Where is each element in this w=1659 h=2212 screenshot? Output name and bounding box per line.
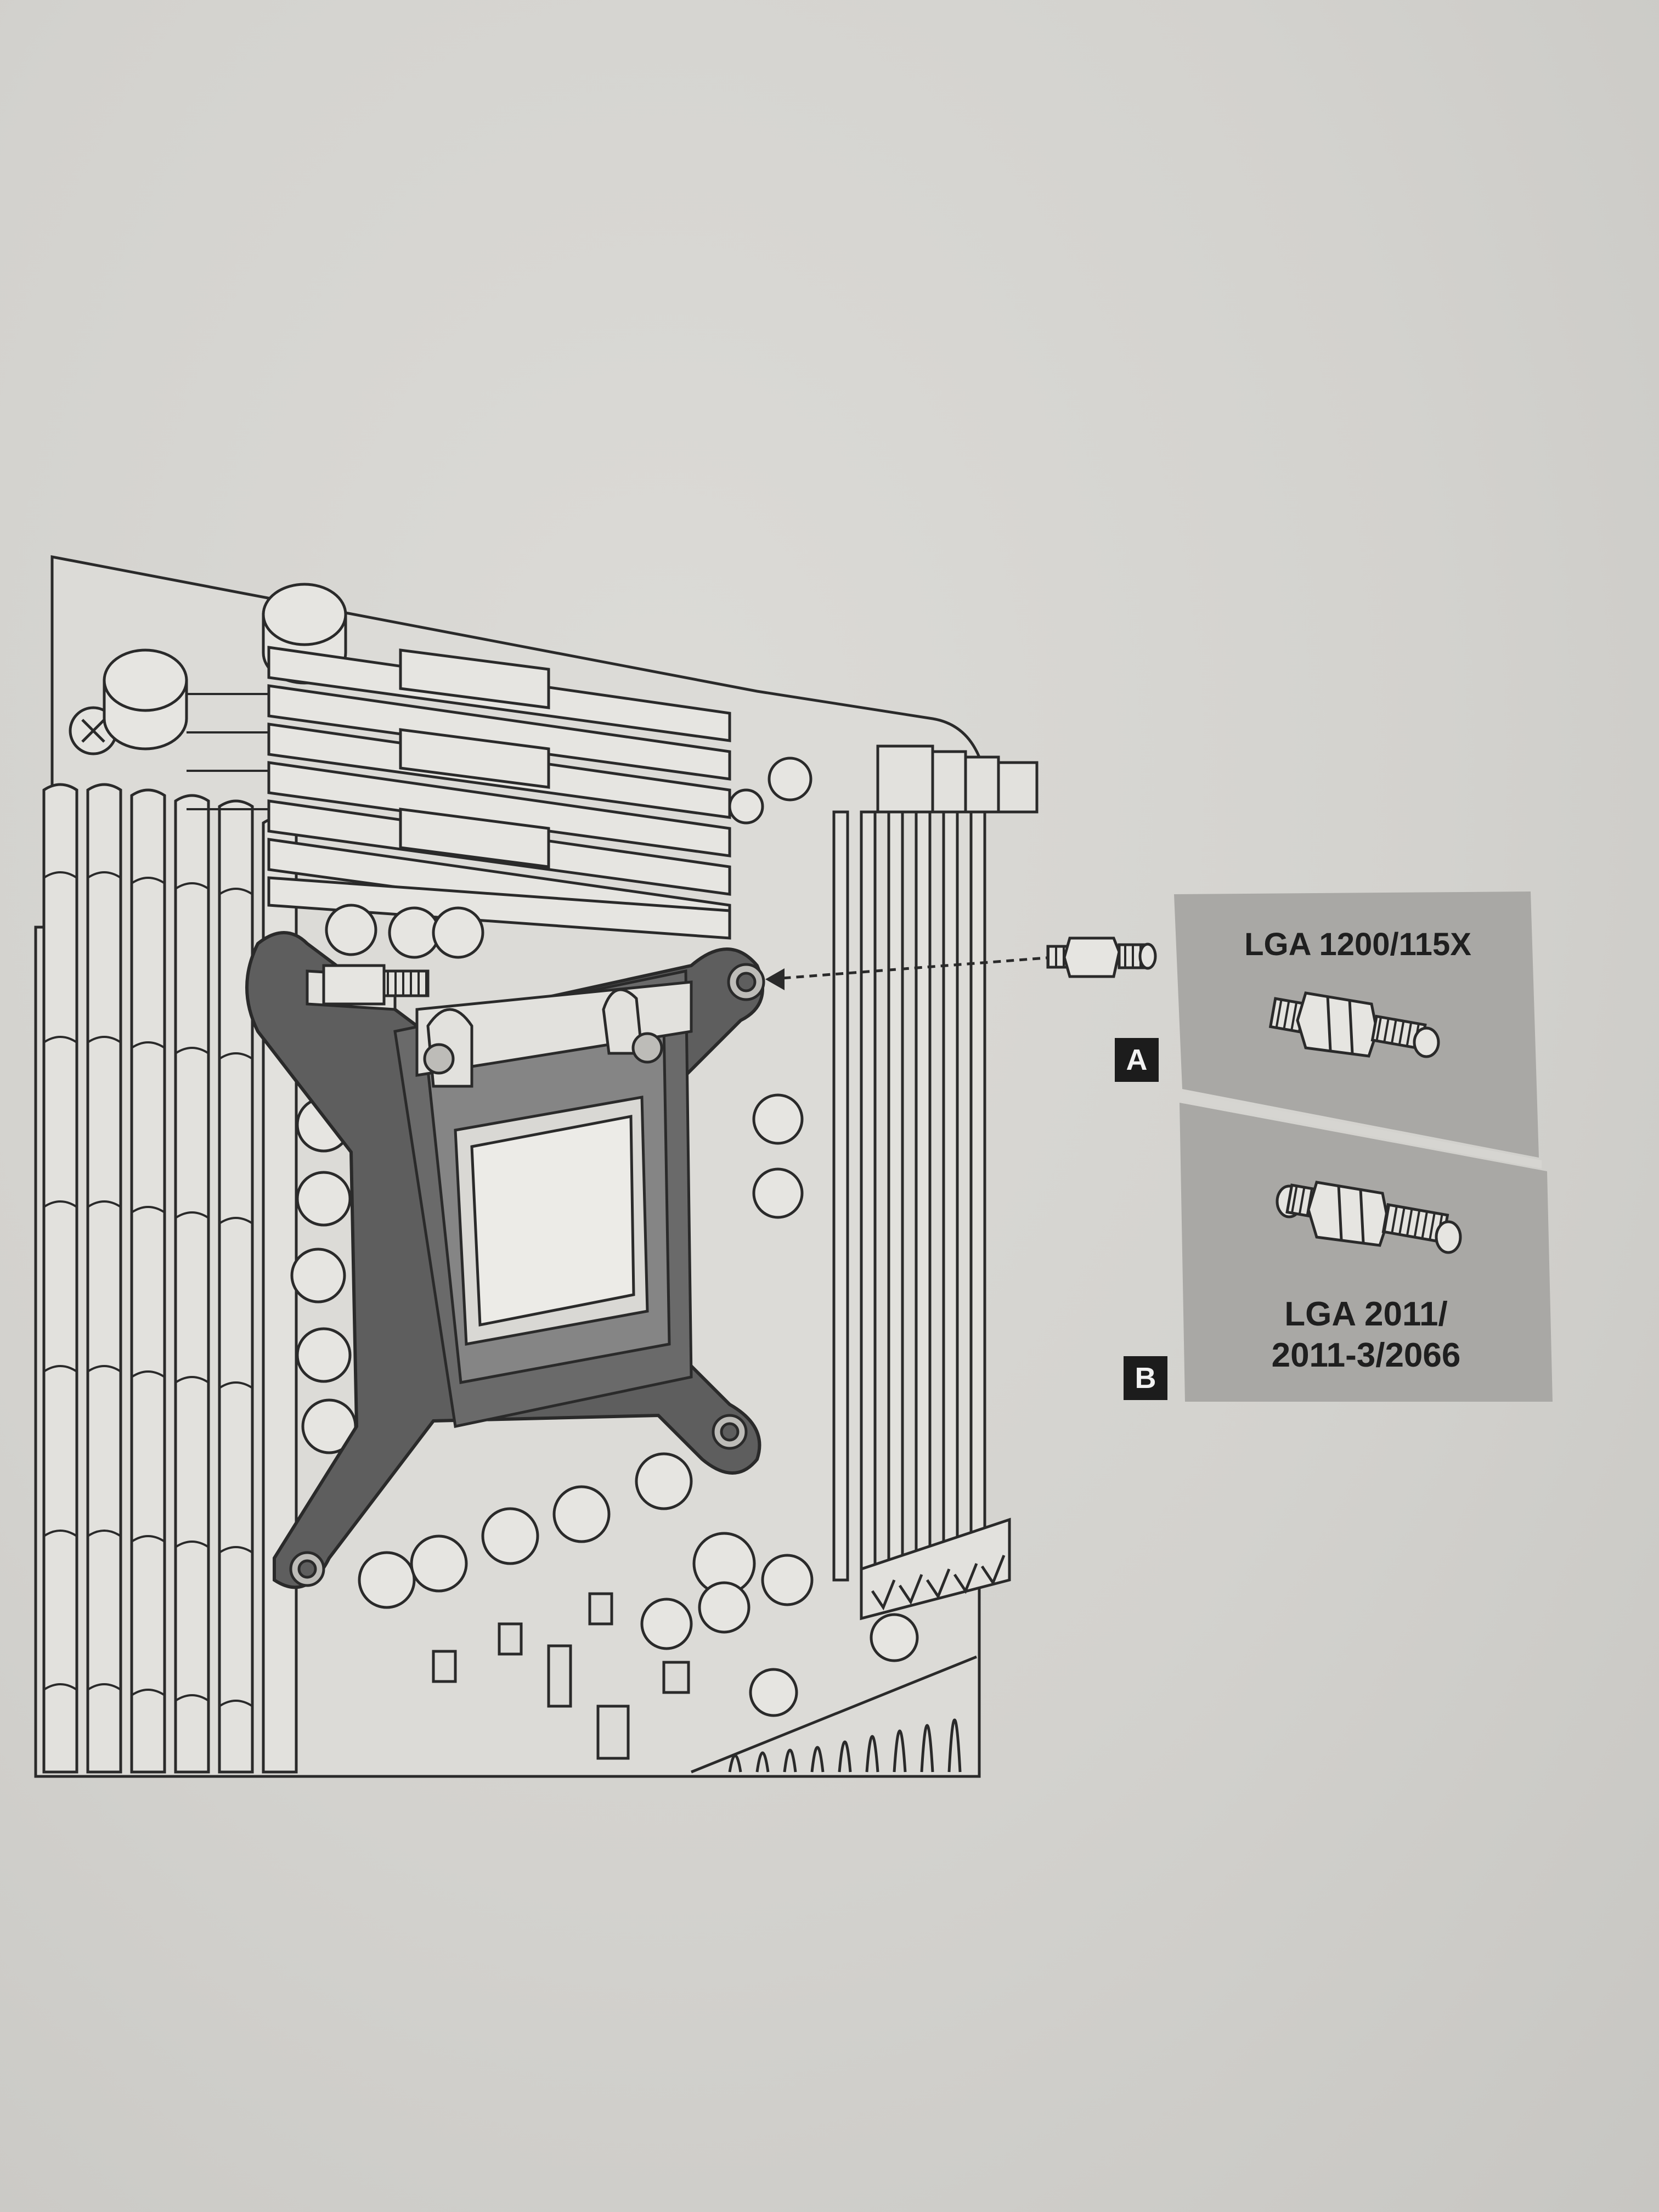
dimm-top-caps (728, 757, 812, 825)
install-arrow (768, 956, 1054, 981)
smd-pads (432, 1592, 690, 1760)
panel-a-standoff (1268, 991, 1440, 1058)
vrm-fin-ridges (43, 871, 253, 1707)
top-heatsink (267, 646, 731, 940)
panel-b-badge: B (1124, 1356, 1167, 1400)
chipset-fins (691, 1655, 977, 1774)
panel-a-label: LGA 1200/115X (1244, 927, 1471, 962)
panel-divider (1180, 1092, 1542, 1169)
panel-b-standoff (1276, 1181, 1462, 1254)
panel-b-background (1180, 1103, 1553, 1402)
heatsink-leads (187, 693, 269, 810)
latch-marks (871, 1555, 1006, 1611)
dimm-slots (832, 810, 986, 1582)
cpu (454, 1096, 649, 1346)
panel-a-badge: A (1115, 1038, 1159, 1082)
dimm-latches-bottom (860, 1517, 1011, 1621)
installed-standoff (322, 964, 430, 1006)
panel-b-label-line2: 2011-3/2066 (1271, 1336, 1461, 1374)
lever-screws (289, 963, 765, 1587)
dimm-latches-top (876, 744, 1039, 814)
panel-b-label-line1: LGA 2011/ (1284, 1295, 1448, 1333)
arrow-head (765, 968, 785, 990)
floating-standoff (1046, 936, 1157, 978)
socket-capacitors (290, 904, 919, 1717)
